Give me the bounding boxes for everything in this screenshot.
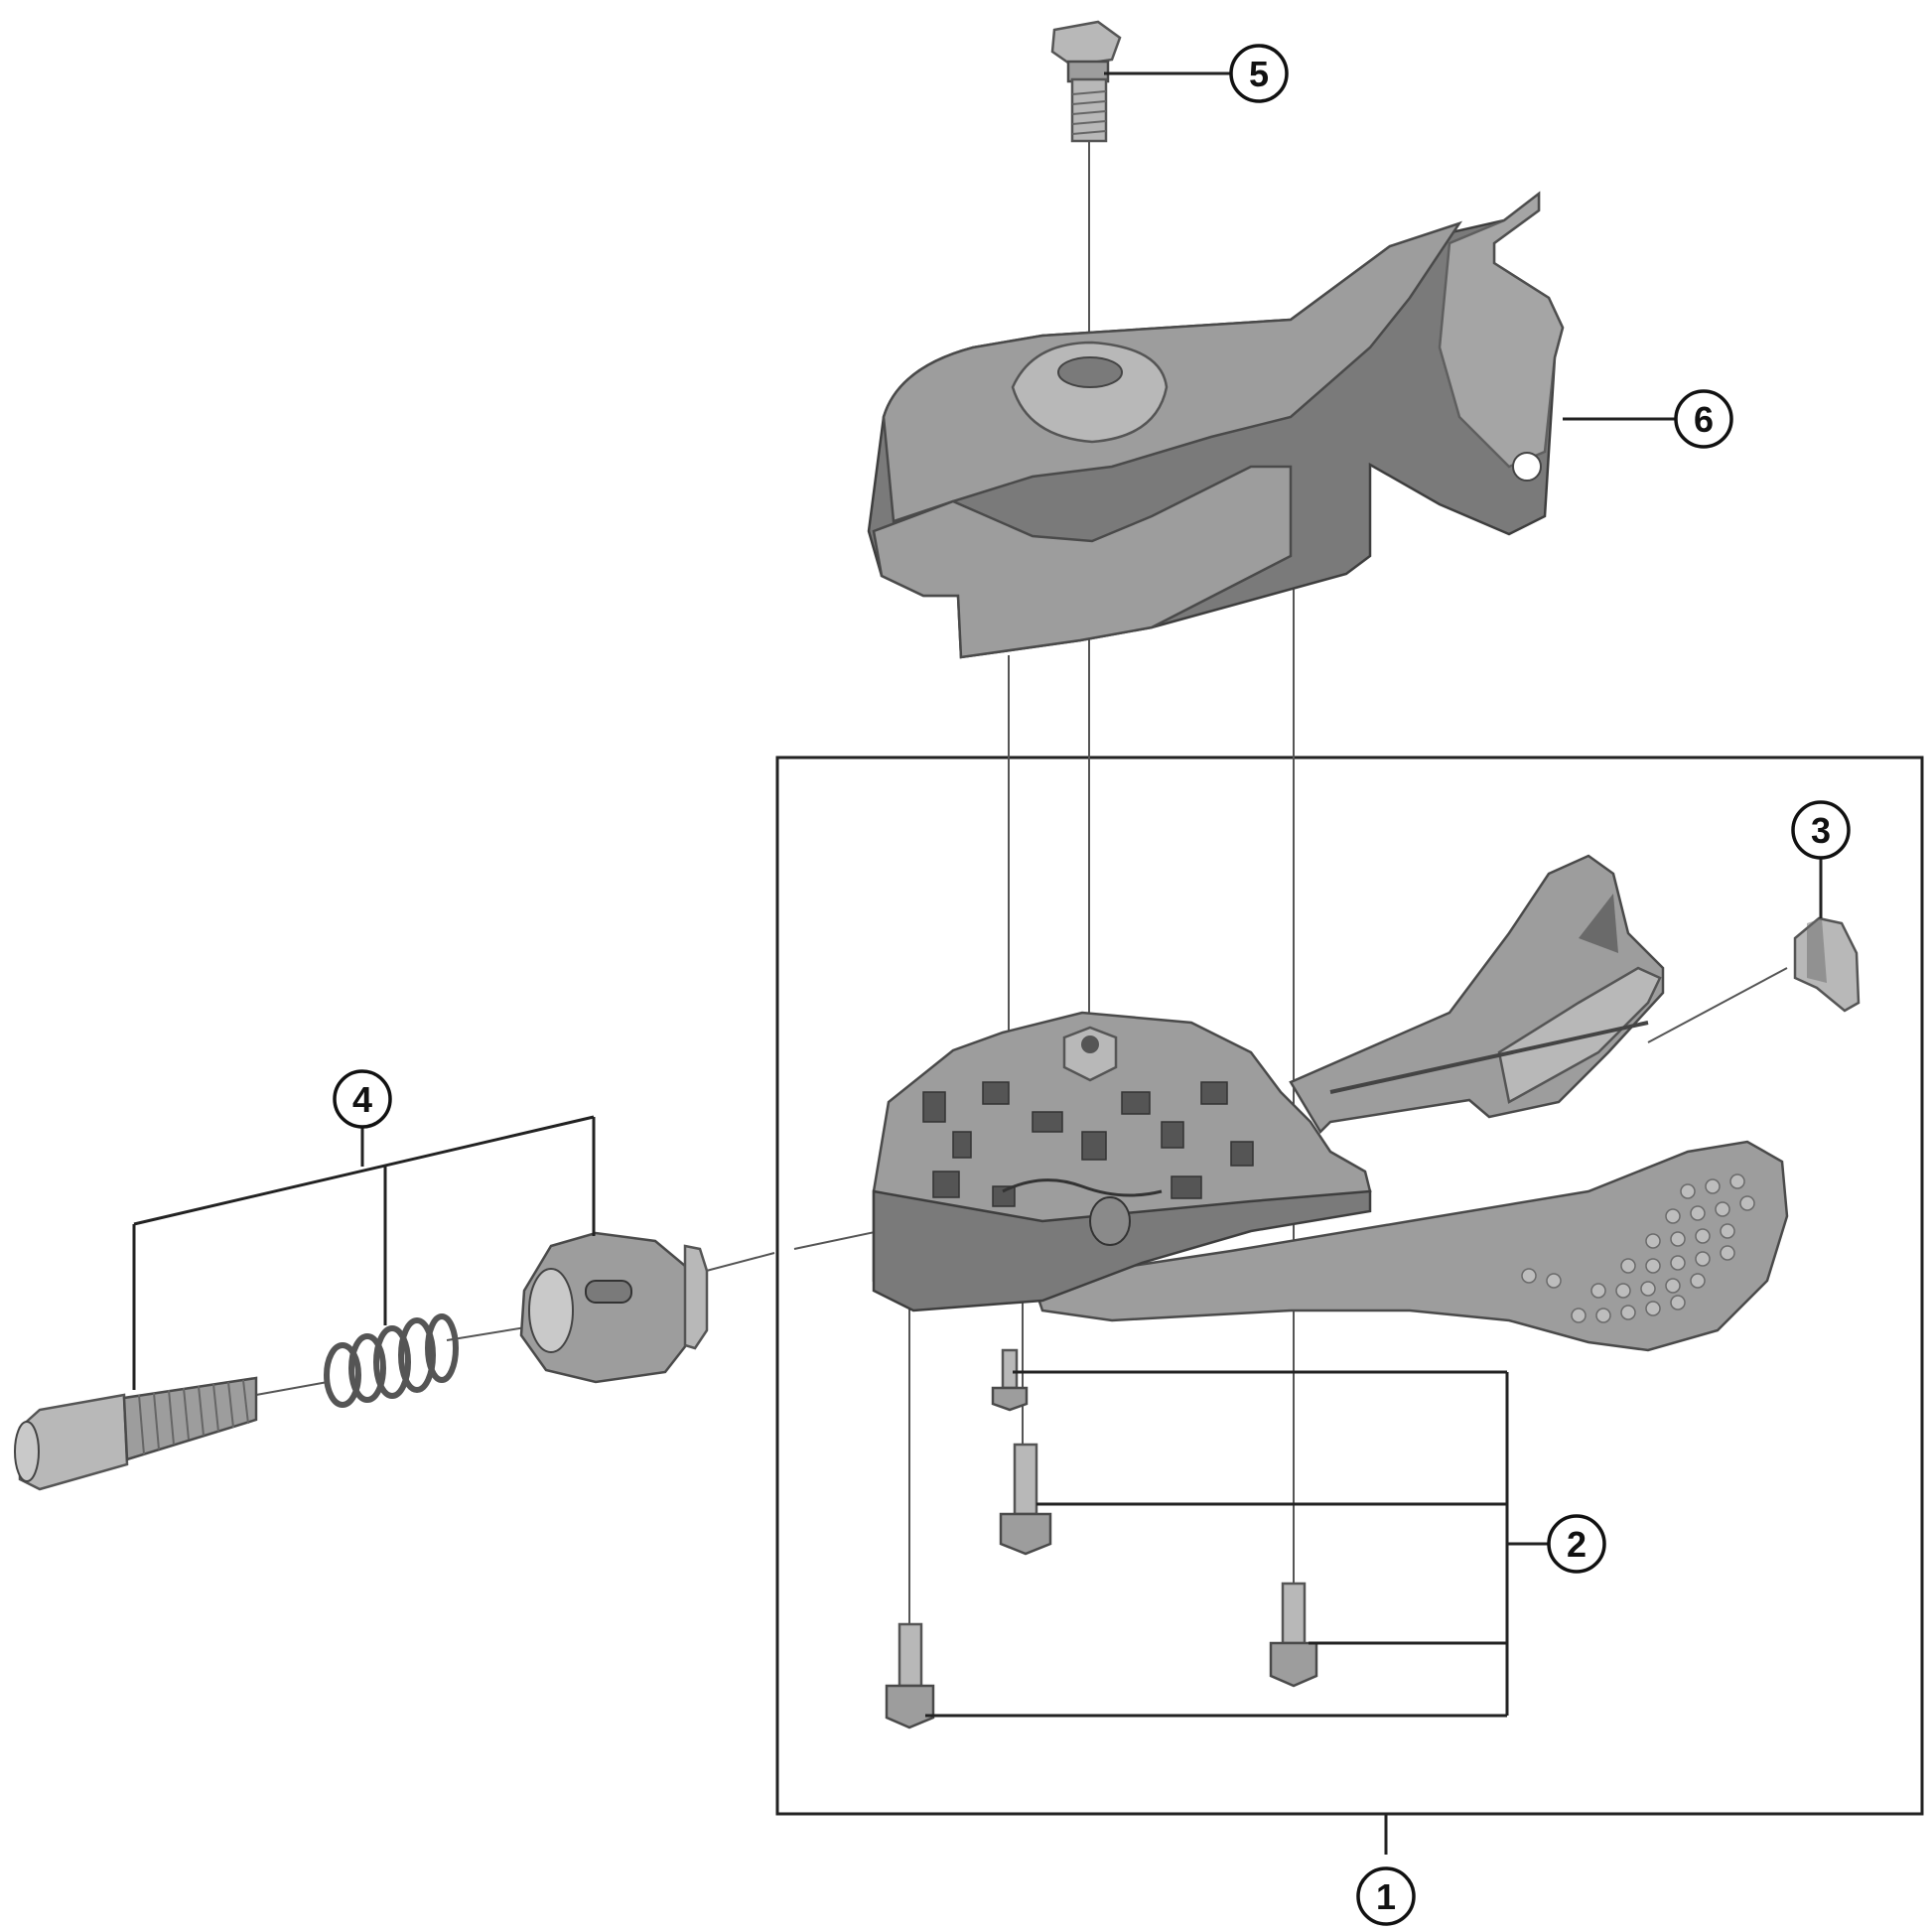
callout-4: 4 [333, 1069, 392, 1129]
callout-5: 5 [1229, 44, 1289, 103]
screw-right [1269, 1582, 1318, 1688]
callout-3-label: 3 [1811, 810, 1831, 851]
screw-left [885, 1622, 935, 1729]
callout-1: 1 [1356, 1866, 1416, 1926]
callout-4-label: 4 [352, 1079, 372, 1120]
callout-1-label: 1 [1376, 1876, 1396, 1917]
callout-2: 2 [1547, 1514, 1606, 1574]
cap-icon [1793, 916, 1861, 1013]
assembly-box [775, 756, 1924, 1816]
screw-medium [999, 1443, 1052, 1556]
adjusting-bolt-set-icon [14, 1231, 709, 1491]
screw-set-icon [885, 1348, 1318, 1729]
callout-3: 3 [1791, 800, 1851, 860]
callout-2-label: 2 [1567, 1524, 1587, 1565]
lever-unit-assembly-icon [872, 854, 1789, 1352]
callout-6-label: 6 [1694, 399, 1714, 440]
leader-lines [132, 71, 1823, 1855]
callout-5-label: 5 [1249, 54, 1269, 94]
callout-6: 6 [1674, 389, 1733, 449]
fixing-bolt-icon [1050, 20, 1122, 143]
screw-small [991, 1348, 1029, 1412]
cover-clamp-icon [867, 191, 1565, 659]
